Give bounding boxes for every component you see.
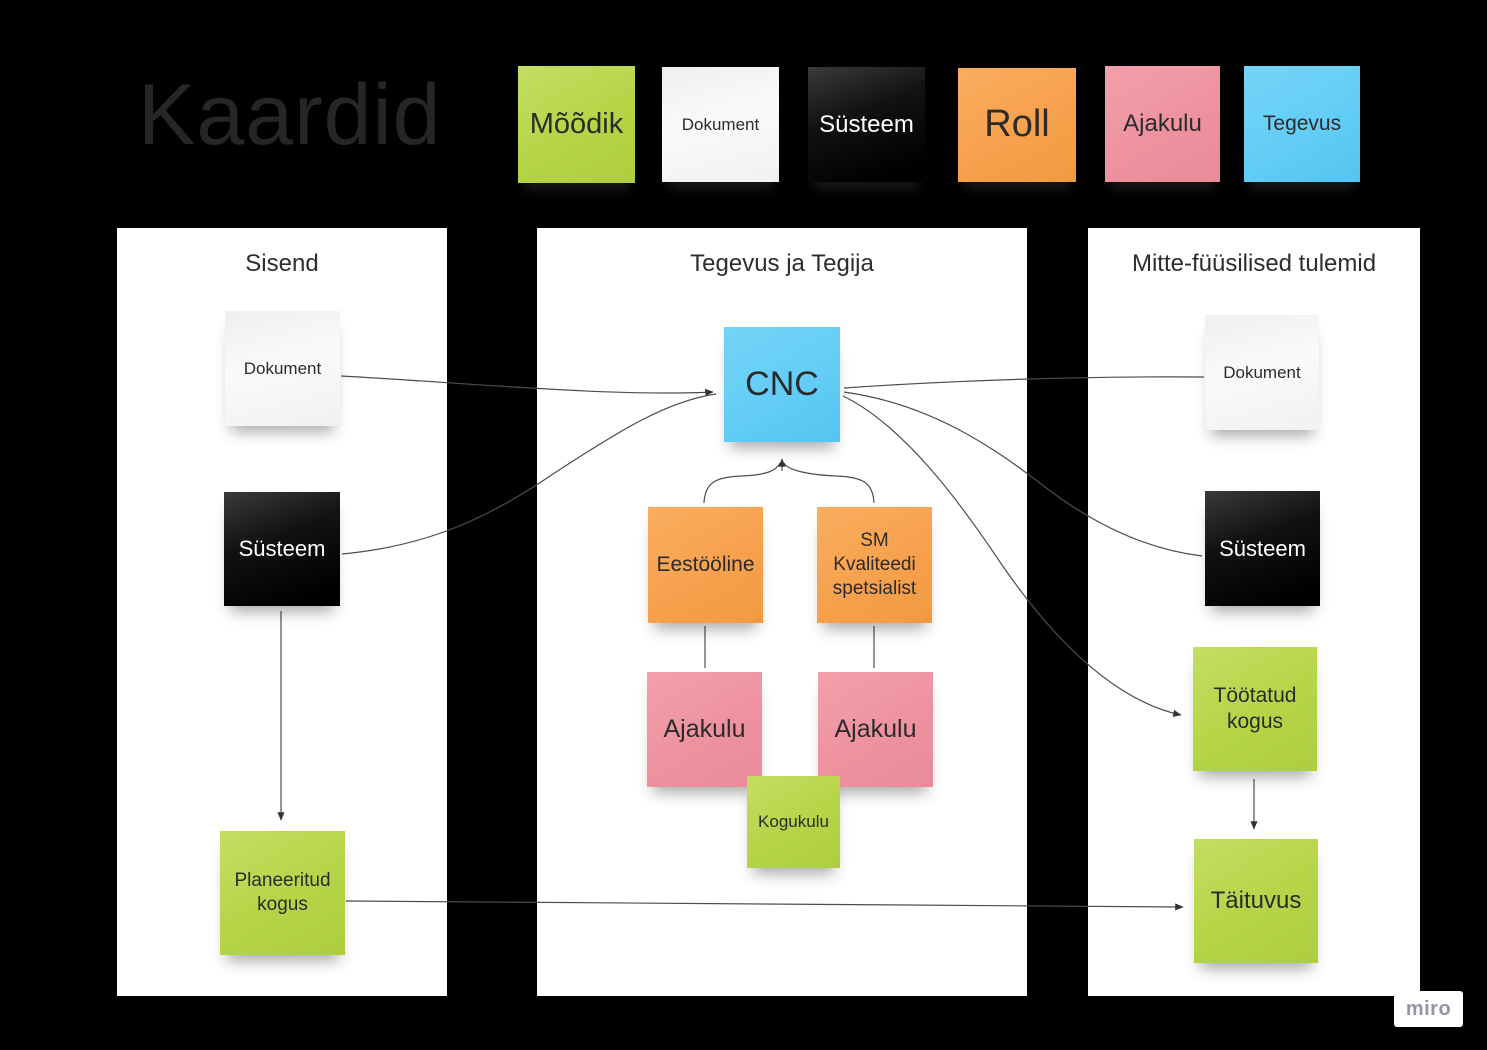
sticky-note-cnc[interactable]: CNC — [724, 327, 840, 442]
sticky-note-sisend-dokument[interactable]: Dokument — [225, 311, 340, 426]
frame-title: Sisend — [245, 250, 319, 277]
sticky-note-sisend-susteem[interactable]: Süsteem — [224, 492, 340, 606]
sticky-note-tulem-dokument[interactable]: Dokument — [1205, 315, 1319, 430]
legend-note-susteem[interactable]: Süsteem — [808, 67, 925, 182]
note-label: Dokument — [1223, 362, 1301, 382]
note-label: Eestööline — [656, 552, 755, 576]
note-label: Kogukulu — [758, 812, 829, 832]
miro-logo[interactable]: miro — [1394, 991, 1463, 1027]
board-title: Kaardid — [138, 67, 442, 163]
sticky-note-tulem-susteem[interactable]: Süsteem — [1205, 491, 1320, 606]
legend-note-roll[interactable]: Roll — [958, 68, 1076, 182]
frame-title: Mitte-füüsilised tulemid — [1131, 250, 1377, 277]
legend-note-tegevus[interactable]: Tegevus — [1244, 66, 1360, 182]
note-label: Täituvus — [1210, 887, 1302, 914]
sticky-note-taituvus[interactable]: Täituvus — [1194, 839, 1318, 963]
note-label: Dokument — [243, 358, 322, 378]
sticky-note-ajakulu-1[interactable]: Ajakulu — [647, 672, 762, 787]
note-label: CNC — [745, 365, 819, 404]
sticky-note-ajakulu-2[interactable]: Ajakulu — [818, 672, 933, 787]
sticky-note-sm-kvaliteedi-spetsialist[interactable]: SM Kvaliteedi spetsialist — [817, 507, 932, 623]
note-label: Mõõdik — [529, 108, 624, 141]
sticky-note-tootatud-kogus[interactable]: Töötatud kogus — [1193, 647, 1317, 771]
frame-title: Tegevus ja Tegija — [690, 250, 874, 277]
sticky-note-planeeritud-kogus[interactable]: Planeeritud kogus — [220, 831, 345, 955]
note-label: Roll — [984, 103, 1050, 146]
note-label: Ajakulu — [663, 714, 746, 743]
note-label: Tegevus — [1262, 111, 1342, 135]
note-label: Süsteem — [238, 536, 326, 562]
legend-note-ajakulu[interactable]: Ajakulu — [1105, 66, 1220, 182]
legend-note-moodik[interactable]: Mõõdik — [518, 66, 635, 183]
note-label: Ajakulu — [1123, 110, 1202, 137]
note-label: Süsteem — [1219, 535, 1306, 561]
legend-note-dokument[interactable]: Dokument — [662, 67, 779, 182]
sticky-note-eestooline[interactable]: Eestööline — [648, 507, 763, 623]
sticky-note-kogukulu[interactable]: Kogukulu — [747, 776, 840, 868]
note-label: SM Kvaliteedi spetsialist — [832, 530, 917, 599]
note-label: Dokument — [681, 114, 760, 134]
note-label: Ajakulu — [834, 714, 917, 743]
note-label: Töötatud kogus — [1213, 683, 1297, 733]
note-label: Süsteem — [819, 110, 914, 138]
note-label: Planeeritud kogus — [234, 870, 331, 915]
